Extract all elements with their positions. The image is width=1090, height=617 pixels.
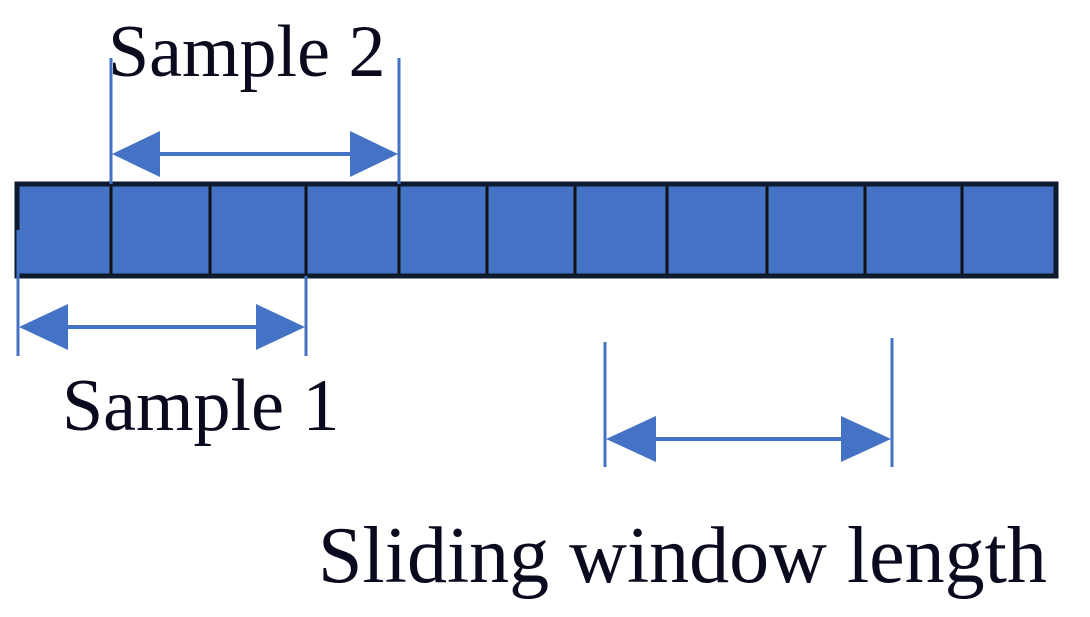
cell-strip <box>14 181 1059 279</box>
double-headed-arrow-icon <box>606 416 891 462</box>
sample-2-bracket <box>109 58 401 184</box>
sliding-window-label: Sliding window length <box>318 512 1047 600</box>
sample-1-bracket <box>16 230 308 356</box>
sample-1-label: Sample 1 <box>62 365 339 447</box>
double-headed-arrow-icon <box>19 304 305 350</box>
double-headed-arrow-icon <box>112 131 398 177</box>
strip-outline <box>14 181 1059 279</box>
cells <box>109 186 964 274</box>
sample-2-label: Sample 2 <box>108 11 385 93</box>
sliding-window-bracket <box>603 338 894 467</box>
